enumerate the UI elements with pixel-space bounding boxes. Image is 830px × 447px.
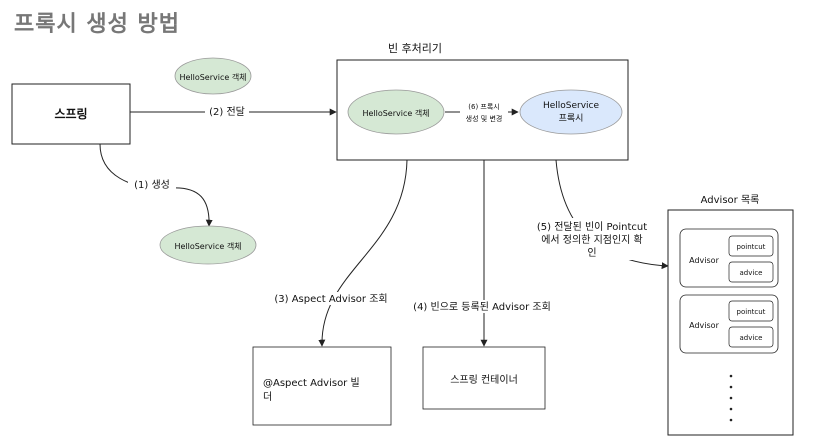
aspect-builder-label-2: 더 xyxy=(263,391,272,403)
edge-step5-label-3: 인 xyxy=(587,247,596,259)
edge-step3 xyxy=(318,159,408,347)
hello-object-top: HelloService 객체 xyxy=(174,57,252,95)
edge-step5-label-1: (5) 전달된 빈이 Pointcut xyxy=(537,221,647,233)
advisor-item-2-advice-label: advice xyxy=(740,334,763,342)
hello-object-top-label: HelloService 객체 xyxy=(179,72,246,82)
edge-step1-label-bg xyxy=(128,177,176,191)
advisor-item-2-pointcut-label: pointcut xyxy=(737,308,766,316)
advisor-item-2: Advisor pointcut advice xyxy=(679,294,779,354)
advisor-ellipsis xyxy=(729,374,733,422)
spring-label: 스프링 xyxy=(54,106,87,121)
advisor-item-1-pointcut xyxy=(728,235,774,257)
edge-step1-label: (1) 생성 xyxy=(134,179,170,191)
advisor-list-title: Advisor 목록 xyxy=(701,194,760,206)
advisor-item-1-advice-label: advice xyxy=(740,269,763,277)
advisor-item-2-advice xyxy=(728,326,774,348)
advisor-item-1: Advisor pointcut advice xyxy=(679,228,779,288)
hello-object-inner-label: HelloService 객체 xyxy=(362,108,429,118)
edge-step2-label-bg xyxy=(205,105,249,118)
edge-step4-label: (4) 빈으로 등록된 Advisor 조회 xyxy=(413,301,551,313)
edge-step5-label-bg xyxy=(524,218,662,260)
advisor-item-1-pointcut-label: pointcut xyxy=(737,243,766,251)
hello-object-inner: HelloService 객체 xyxy=(347,89,445,135)
edge-step2-label: (2) 전달 xyxy=(209,106,245,118)
bean-postprocessor-title: 빈 후처리기 xyxy=(388,42,442,55)
spring-container-label: 스프링 컨테이너 xyxy=(450,374,518,386)
edge-step6-label-1: (6) 프록시 xyxy=(468,103,499,111)
edge-step6-label-bg xyxy=(460,100,508,126)
edge-step4-label-bg xyxy=(406,300,558,313)
hello-proxy-label-2: 프록시 xyxy=(559,113,584,124)
edge-step3-label: (3) Aspect Advisor 조회 xyxy=(274,293,387,305)
hello-proxy-label-1: HelloService xyxy=(543,101,600,111)
aspect-builder-label-1: @Aspect Advisor 빌 xyxy=(263,377,360,389)
advisor-item-2-pointcut xyxy=(728,300,774,322)
edge-step3-label-bg xyxy=(272,292,390,305)
aspect-advisor-builder: @Aspect Advisor 빌 더 xyxy=(252,346,392,426)
edge-step5-label-2: 에서 정의한 지점인지 확 xyxy=(541,234,643,246)
advisor-item-2-label: Advisor xyxy=(689,321,719,330)
edge-step6-label-2: 생성 및 변경 xyxy=(466,114,503,123)
hello-object-created-label: HelloService 객체 xyxy=(174,241,241,251)
hello-proxy: HelloService 프록시 xyxy=(519,89,623,135)
advisor-item-1-advice xyxy=(728,261,774,283)
advisor-item-1-label: Advisor xyxy=(689,256,719,265)
spring-container: 스프링 컨테이너 xyxy=(422,346,546,410)
spring-node: 스프링 xyxy=(11,83,131,145)
page-title: 프록시 생성 방법 xyxy=(14,12,180,37)
hello-object-created: HelloService 객체 xyxy=(159,225,257,265)
